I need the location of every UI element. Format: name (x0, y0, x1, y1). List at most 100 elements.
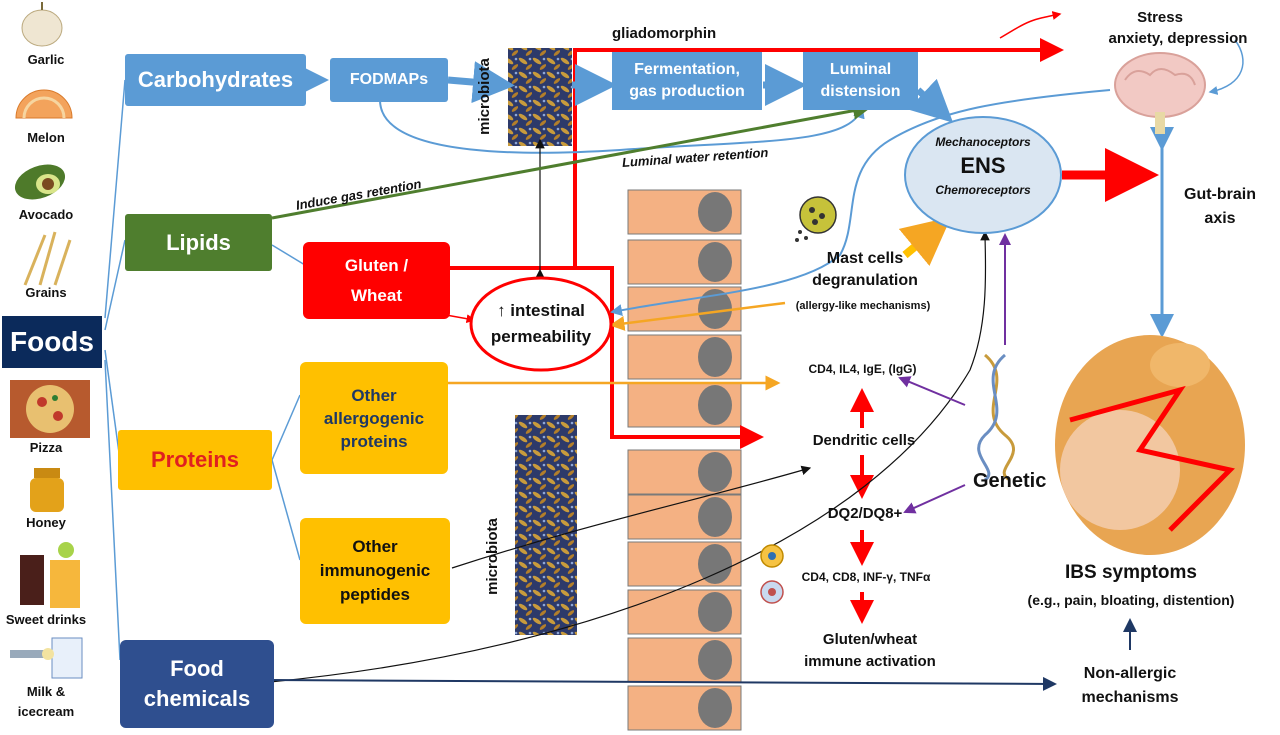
genetic-label: Genetic (973, 470, 1047, 492)
avocado-icon (14, 164, 66, 200)
food-label-garlic: Garlic (27, 52, 65, 67)
ens-main-label: ENS (960, 153, 1006, 178)
fermentation-line1: Fermentation, (634, 61, 740, 78)
gut-brain-line1: Gut-brain (1184, 186, 1256, 203)
other-allergogenic-box: Other allergogenic proteins (300, 362, 448, 474)
mechanoceptors-label: Mechanoceptors (935, 135, 1031, 149)
luminal-distension-box: Luminal distension (803, 52, 918, 110)
immunogenic-line1: Other (352, 537, 398, 556)
non-allergic-line2: mechanisms (1081, 689, 1179, 706)
dendritic-cells-label: Dendritic cells (812, 432, 916, 449)
cell-nucleus (698, 497, 732, 537)
brain-icon (1114, 52, 1206, 134)
gluten-line1: Gluten / (344, 255, 409, 275)
gluten-immune-line1: Gluten/wheat (822, 631, 918, 648)
ens-label: Mechanoceptors ENS Chemoreceptors (905, 135, 1061, 197)
food-label-avocado: Avocado (18, 207, 74, 222)
microbiota-label-bottom: microbiota (483, 518, 501, 595)
cell-nucleus (698, 688, 732, 728)
dna-icon (977, 353, 1015, 482)
food-label-honey: Honey (26, 515, 66, 530)
mast-cells-label: Mast cells degranulation (790, 248, 940, 292)
gluten-immune-line2: immune activation (804, 653, 936, 670)
ibs-examples-label: (e.g., pain, bloating, distention) (1027, 592, 1235, 608)
microbiota-image-bottom (515, 415, 577, 635)
food-chemicals-line2: chemicals (143, 686, 251, 711)
other-immunogenic-box: Other immunogenic peptides (300, 518, 450, 624)
gut-brain-label: Gut-brain axis (1180, 183, 1260, 231)
microbiota-label-top: microbiota (475, 58, 493, 135)
gas-retention-arrow (271, 101, 871, 220)
mast-line1: Mast cells (826, 250, 904, 267)
allergogenic-line2: allergogenic (323, 408, 425, 428)
gliadomorphin-label: gliadomorphin (612, 25, 717, 42)
garlic-icon (21, 2, 63, 47)
gut-brain-line2: axis (1204, 210, 1236, 227)
stress-line1: Stress (1137, 9, 1183, 26)
genetic-arrows (898, 233, 1011, 514)
food-chemicals-box: Food chemicals (120, 640, 274, 728)
cd4-il4-label: CD4, IL4, IgE, (IgG) (808, 362, 917, 376)
cell-nucleus (698, 640, 732, 680)
permeability-oval (469, 276, 613, 372)
cell-nucleus (698, 592, 732, 632)
mast-cell-icon (795, 196, 837, 242)
carbohydrates-box: Carbohydrates (125, 54, 306, 106)
honey-icon (30, 468, 64, 512)
cell-nucleus (698, 337, 732, 377)
luminal-line2: distension (820, 83, 901, 100)
ibs-symptoms-label: IBS symptoms (1065, 562, 1197, 583)
non-allergic-arrows (269, 618, 1137, 691)
melon-icon (15, 89, 73, 119)
permeability-line2: permeability (490, 327, 592, 346)
proteins-box: Proteins (118, 430, 272, 490)
luminal-line1: Luminal (829, 61, 892, 78)
pizza-icon (10, 380, 90, 438)
food-label-sweet-drinks: Sweet drinks (5, 612, 87, 627)
gluten-line2: Wheat (351, 285, 402, 305)
cell-nucleus (698, 192, 732, 232)
allergogenic-line1: Other (351, 385, 397, 405)
stress-label: Stress (1100, 6, 1220, 30)
food-connector-lines (104, 79, 306, 661)
non-allergic-line1: Non-allergic (1083, 665, 1177, 682)
foods-box: Foods (2, 316, 102, 368)
permeability-label: ↑ intestinal permeability (471, 298, 611, 350)
milk-icecream-icon (10, 637, 83, 679)
cell-nucleus (698, 289, 732, 329)
grains-icon (23, 231, 72, 286)
stress-line2: anxiety, depression (1108, 30, 1248, 47)
immunogenic-line2: immunogenic (319, 561, 431, 580)
dq-label: DQ2/DQ8+ (827, 505, 903, 522)
food-label-melon: Melon (27, 130, 65, 145)
food-label-icecream: icecream (17, 704, 75, 719)
gluten-immune-label: Gluten/wheat immune activation (790, 629, 950, 673)
sweet-drinks-icon (20, 542, 80, 608)
food-label-pizza: Pizza (29, 440, 63, 455)
fodmaps-box: FODMAPs (330, 58, 448, 102)
allergy-like-label: (allergy-like mechanisms) (795, 300, 931, 312)
mast-line2: degranulation (812, 272, 918, 289)
allergogenic-line3: proteins (340, 431, 408, 451)
epithelial-cells (627, 189, 742, 731)
allergy-arrows (440, 216, 952, 391)
non-allergic-label: Non-allergic mechanisms (1060, 662, 1200, 710)
immunogenic-line3: peptides (340, 585, 410, 604)
gluten-wheat-box: Gluten / Wheat (303, 242, 450, 319)
food-label-grains: Grains (25, 285, 67, 300)
microbiota-image-top (508, 48, 572, 146)
cell-nucleus (698, 385, 732, 425)
ens-oval (904, 116, 1062, 234)
cell-nucleus (698, 544, 732, 584)
lymphocyte-icons (760, 544, 784, 604)
black-arrows (269, 138, 990, 683)
gluten-pathway-arrows (417, 11, 1159, 624)
cd4-cd8-label: CD4, CD8, INF-γ, TNFα (801, 570, 931, 584)
fermentation-box: Fermentation, gas production (612, 52, 762, 110)
gut-icon (1055, 335, 1245, 555)
cell-nucleus (698, 452, 732, 492)
food-chemicals-line1: Food (170, 656, 224, 681)
cell-nucleus (698, 242, 732, 282)
carbohydrate-pathway-arrows (305, 39, 1244, 338)
